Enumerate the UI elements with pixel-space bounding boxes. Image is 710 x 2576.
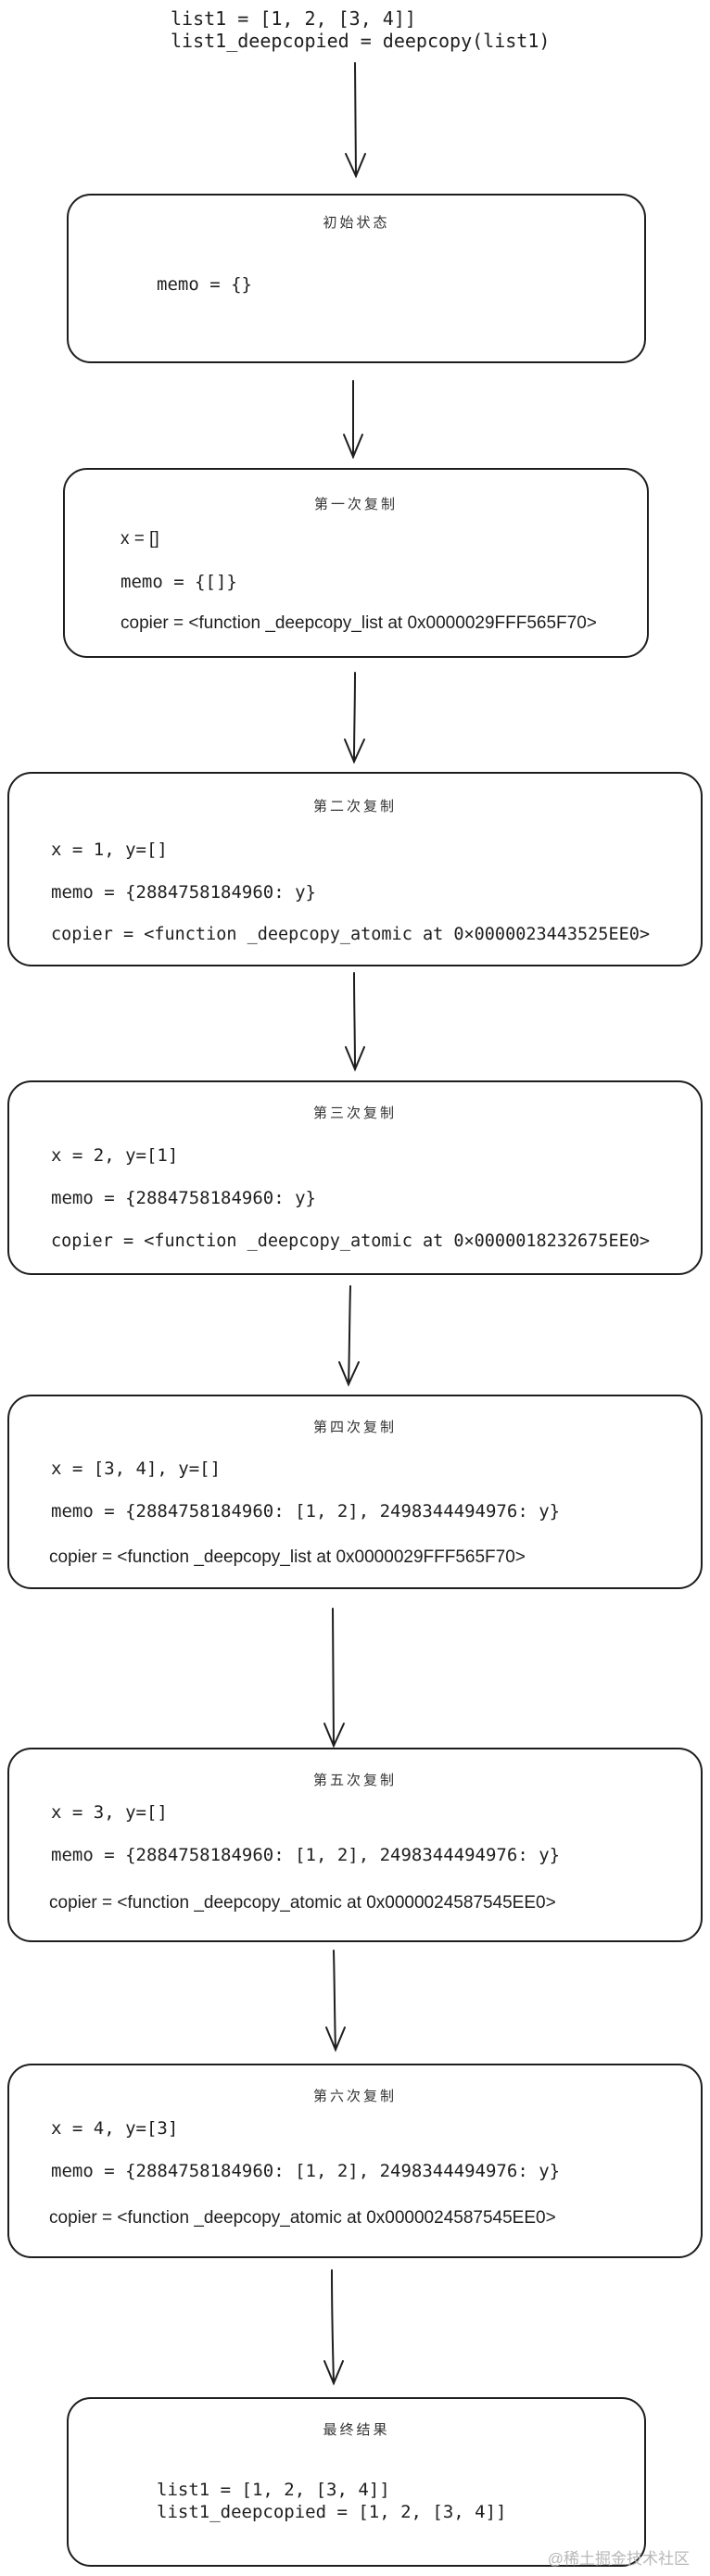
arrow-fourth-to-fifth: [323, 1608, 345, 1749]
box-title: 第三次复制: [312, 1105, 397, 1121]
arrow-fifth-to-sixth: [325, 1950, 346, 2052]
box-title: 第四次复制: [312, 1419, 397, 1435]
copier-line: copier = <function _deepcopy_atomic at 0…: [51, 1231, 651, 1251]
result-line: list1_deepcopied = [1, 2, [3, 4]]: [157, 2502, 507, 2522]
arrow-second-to-third: [345, 972, 365, 1072]
memo-line: memo = {2884758184960: [1, 2], 249834449…: [51, 1845, 561, 1865]
final-result-box: 最终结果 list1 = [1, 2, [3, 4]] list1_deepco…: [67, 2397, 646, 2567]
copier-line: copier = <function _deepcopy_atomic at 0…: [51, 925, 651, 944]
box-title: 第二次复制: [312, 798, 397, 814]
box-title: 第五次复制: [312, 1772, 397, 1788]
box-title: 第六次复制: [312, 2088, 397, 2104]
start-code-line: list1 = [1, 2, [3, 4]]: [171, 7, 416, 30]
first-copy-box: 第一次复制 x = [] memo = {[]} copier = <funct…: [63, 468, 649, 658]
initial-state-box: 初始状态 memo = {}: [67, 194, 646, 363]
watermark: @稀土掘金技术社区: [547, 2550, 690, 2568]
x-line: x = 1, y=[]: [51, 840, 168, 860]
x-line: x = 3, y=[]: [51, 1802, 168, 1823]
copier-line: copier = <function _deepcopy_list at 0x0…: [49, 1547, 526, 1567]
memo-line: memo = {2884758184960: y}: [51, 1188, 316, 1208]
x-line: x = []: [120, 529, 159, 549]
memo-line: memo = {}: [157, 274, 252, 295]
x-line: x = 4, y=[3]: [51, 2118, 179, 2139]
memo-line: memo = {2884758184960: [1, 2], 249834449…: [51, 1501, 561, 1522]
fifth-copy-box: 第五次复制 x = 3, y=[] memo = {2884758184960:…: [7, 1748, 703, 1942]
start-code: list1 = [1, 2, [3, 4]] list1_deepcopied …: [171, 7, 550, 52]
copier-line: copier = <function _deepcopy_atomic at 0…: [49, 1893, 556, 1913]
second-copy-box: 第二次复制 x = 1, y=[] memo = {2884758184960:…: [7, 772, 703, 966]
third-copy-box: 第三次复制 x = 2, y=[1] memo = {2884758184960…: [7, 1080, 703, 1275]
x-line: x = [3, 4], y=[]: [51, 1458, 222, 1479]
arrow-sixth-to-final: [323, 2269, 344, 2386]
copier-line: copier = <function _deepcopy_list at 0x0…: [120, 613, 597, 633]
memo-line: memo = {[]}: [120, 572, 237, 592]
sixth-copy-box: 第六次复制 x = 4, y=[3] memo = {2884758184960…: [7, 2064, 703, 2258]
box-title: 最终结果: [323, 2421, 390, 2438]
arrow-initial-to-first: [343, 380, 363, 460]
box-title: 第一次复制: [313, 496, 398, 512]
box-title: 初始状态: [323, 214, 390, 231]
copier-line: copier = <function _deepcopy_atomic at 0…: [49, 2208, 556, 2228]
start-code-line: list1_deepcopied = deepcopy(list1): [171, 30, 551, 52]
result-line: list1 = [1, 2, [3, 4]]: [157, 2480, 390, 2500]
arrow-start-to-initial: [345, 62, 366, 179]
arrow-third-to-fourth: [338, 1285, 360, 1387]
memo-line: memo = {2884758184960: [1, 2], 249834449…: [51, 2161, 561, 2181]
fourth-copy-box: 第四次复制 x = [3, 4], y=[] memo = {288475818…: [7, 1395, 703, 1589]
memo-line: memo = {2884758184960: y}: [51, 882, 316, 903]
x-line: x = 2, y=[1]: [51, 1145, 179, 1166]
arrow-first-to-second: [344, 672, 365, 764]
